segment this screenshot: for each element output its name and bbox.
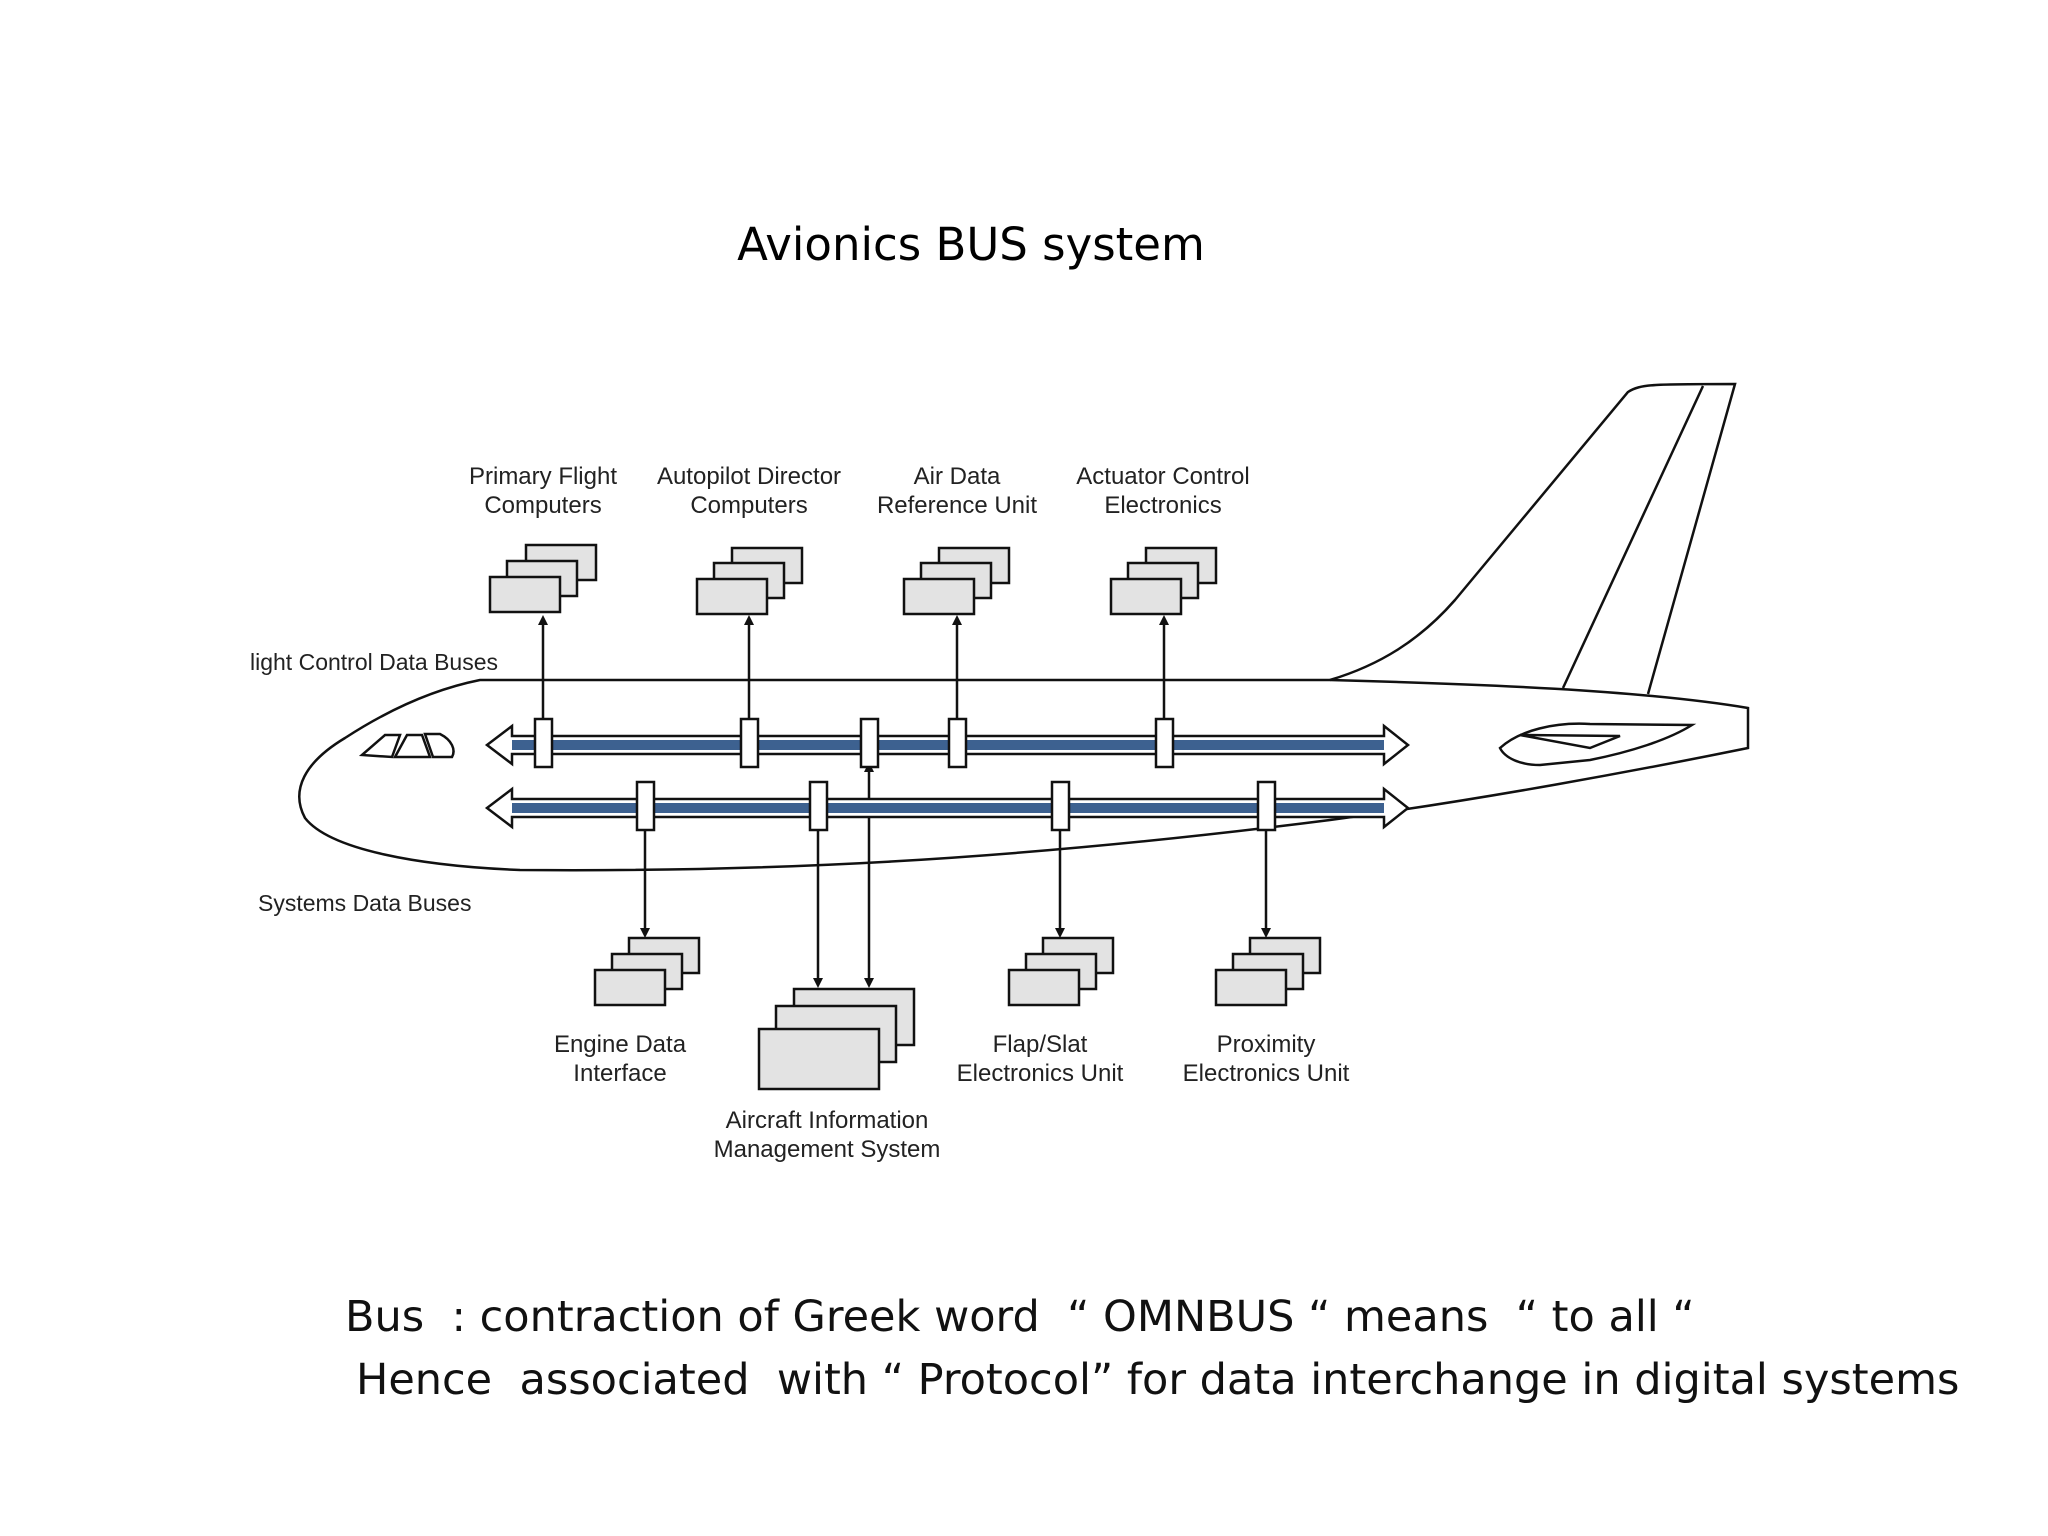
flight-control-bus <box>484 723 1411 767</box>
systems-data-bus <box>484 786 1411 830</box>
unit-label-aims-2: Management System <box>714 1136 941 1163</box>
flight-control-bus-label: light Control Data Buses <box>250 649 498 675</box>
unit-label-flap-2: Electronics Unit <box>957 1060 1124 1087</box>
bus-terminals <box>533 717 1277 832</box>
note-line-1: Bus : contraction of Greek word “ OMNBUS… <box>345 1292 1695 1342</box>
unit-label-air-data-2: Reference Unit <box>877 492 1037 519</box>
horizontal-stabilizer <box>1498 722 1697 767</box>
unit-stack-air-data <box>902 546 1011 616</box>
unit-label-aims-1: Aircraft Information <box>726 1107 929 1134</box>
unit-label-proximity-2: Electronics Unit <box>1183 1060 1350 1087</box>
terminal <box>533 717 554 769</box>
unit-label-primary-flight-1: Primary Flight <box>469 463 617 490</box>
unit-label-engine-2: Interface <box>573 1060 666 1087</box>
terminal <box>859 717 880 769</box>
unit-label-primary-flight-2: Computers <box>484 492 601 519</box>
unit-label-air-data-1: Air Data <box>914 463 1001 490</box>
unit-stack-aims <box>757 987 916 1091</box>
terminal <box>1154 717 1175 769</box>
terminal <box>1050 780 1071 832</box>
unit-stack-proximity <box>1214 936 1322 1007</box>
connection-lines <box>538 615 1271 988</box>
terminal <box>1256 780 1277 832</box>
unit-label-autopilot-1: Autopilot Director <box>657 463 841 490</box>
vertical-tail <box>1329 382 1737 695</box>
slide-title: Avionics BUS system <box>737 218 1205 271</box>
unit-label-autopilot-2: Computers <box>690 492 807 519</box>
cockpit-window <box>423 732 455 759</box>
cockpit-window <box>392 733 432 759</box>
fuselage-outline <box>298 678 1750 872</box>
cockpit-window <box>358 733 402 759</box>
systems-bus-label: Systems Data Buses <box>258 890 471 916</box>
unit-label-engine-1: Engine Data <box>554 1031 687 1058</box>
unit-stack-actuator <box>1109 546 1218 616</box>
unit-label-flap-1: Flap/Slat <box>993 1031 1088 1058</box>
terminal <box>739 717 760 769</box>
unit-stack-engine <box>593 936 701 1007</box>
terminal <box>808 780 829 832</box>
terminal <box>635 780 656 832</box>
unit-label-proximity-1: Proximity <box>1217 1031 1316 1058</box>
unit-label-actuator-1: Actuator Control <box>1076 463 1249 490</box>
tail-spar <box>1561 385 1705 689</box>
note-line-2: Hence associated with “ Protocol” for da… <box>356 1355 1960 1405</box>
unit-stack-flap <box>1007 936 1115 1007</box>
unit-label-actuator-2: Electronics <box>1104 492 1221 519</box>
unit-stack-primary-flight <box>488 543 598 614</box>
unit-stack-autopilot <box>695 546 804 616</box>
terminal <box>947 717 968 769</box>
aircraft-outline <box>298 382 1750 872</box>
